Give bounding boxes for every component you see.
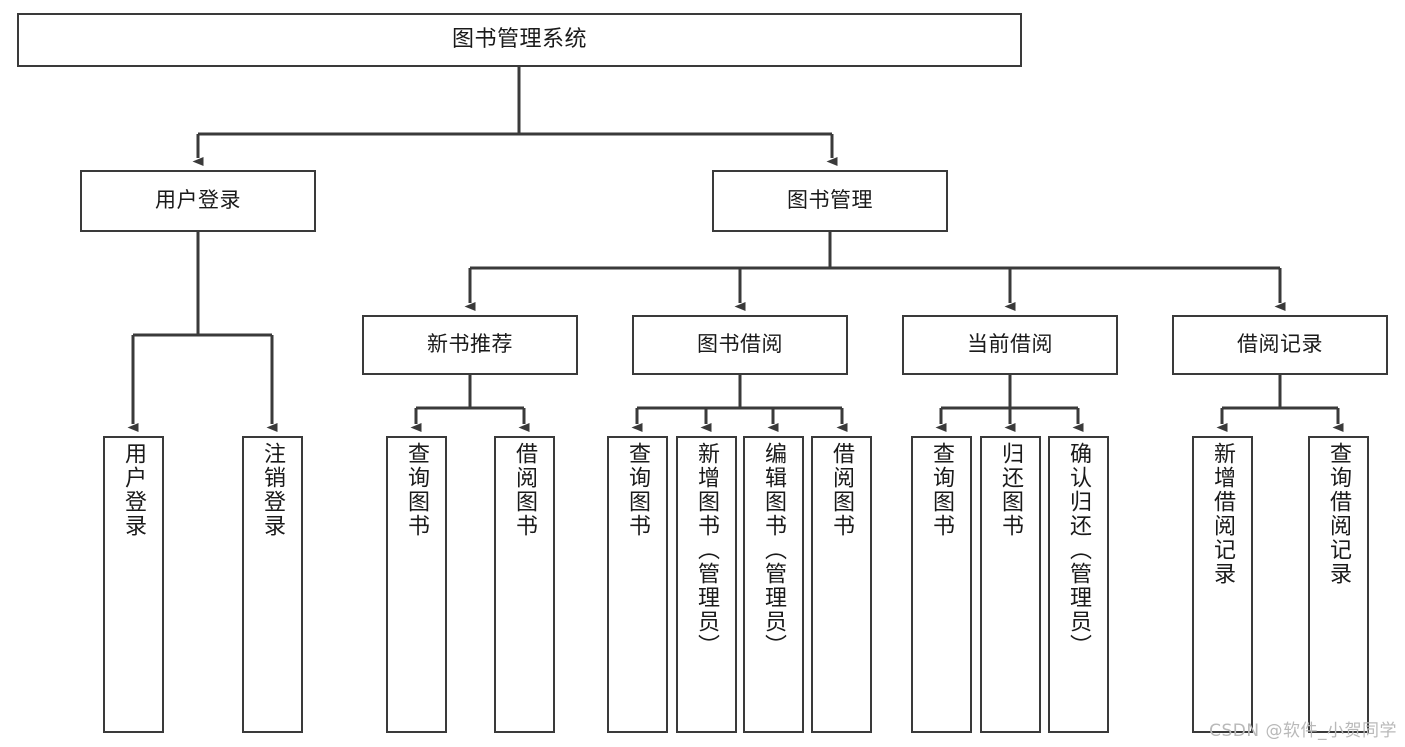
node-label: 查询图书	[625, 442, 651, 538]
leaf-add-book[interactable]: 新增图书（管理员）	[676, 436, 737, 733]
leaf-borrow-book[interactable]: 借阅图书	[811, 436, 872, 733]
node-label: 查询图书	[929, 442, 955, 538]
node-label: 查询借阅记录	[1326, 442, 1352, 586]
leaf-return-book[interactable]: 归还图书	[980, 436, 1041, 733]
leaf-query-book-recommend[interactable]: 查询图书	[386, 436, 447, 733]
leaf-query-borrow-record[interactable]: 查询借阅记录	[1308, 436, 1369, 733]
node-label: 编辑图书（管理员）	[761, 442, 787, 658]
leaf-confirm-return[interactable]: 确认归还（管理员）	[1048, 436, 1109, 733]
node-label: 用户登录	[121, 442, 147, 538]
node-label: 新增借阅记录	[1210, 442, 1236, 586]
leaf-logout-login[interactable]: 注销登录	[242, 436, 303, 733]
node-label: 新书推荐	[427, 332, 513, 357]
node-root-book-management-system[interactable]: 图书管理系统	[17, 13, 1022, 67]
node-label: 当前借阅	[967, 332, 1053, 357]
leaf-user-login[interactable]: 用户登录	[103, 436, 164, 733]
node-book-borrow[interactable]: 图书借阅	[632, 315, 848, 375]
leaf-query-book-borrow[interactable]: 查询图书	[607, 436, 668, 733]
node-label: 图书管理系统	[451, 26, 587, 52]
node-label: 归还图书	[998, 442, 1024, 538]
leaf-borrow-book-recommend[interactable]: 借阅图书	[494, 436, 555, 733]
node-book-manage[interactable]: 图书管理	[712, 170, 948, 232]
node-label: 图书借阅	[697, 332, 783, 357]
node-label: 用户登录	[155, 188, 241, 213]
leaf-add-borrow-record[interactable]: 新增借阅记录	[1192, 436, 1253, 733]
node-label: 图书管理	[787, 188, 873, 213]
node-label: 借阅图书	[512, 442, 538, 538]
node-current-borrow[interactable]: 当前借阅	[902, 315, 1118, 375]
node-label: 新增图书（管理员）	[694, 442, 720, 658]
node-label: 查询图书	[404, 442, 430, 538]
node-user-login[interactable]: 用户登录	[80, 170, 316, 232]
node-label: 借阅记录	[1237, 332, 1323, 357]
node-borrow-record[interactable]: 借阅记录	[1172, 315, 1388, 375]
node-label: 注销登录	[260, 442, 286, 538]
node-label: 借阅图书	[829, 442, 855, 538]
watermark-text: CSDN @软件_小贺同学	[1209, 721, 1397, 741]
node-label: 确认归还（管理员）	[1066, 442, 1092, 658]
leaf-query-book-current[interactable]: 查询图书	[911, 436, 972, 733]
leaf-edit-book[interactable]: 编辑图书（管理员）	[743, 436, 804, 733]
node-new-book-recommend[interactable]: 新书推荐	[362, 315, 578, 375]
